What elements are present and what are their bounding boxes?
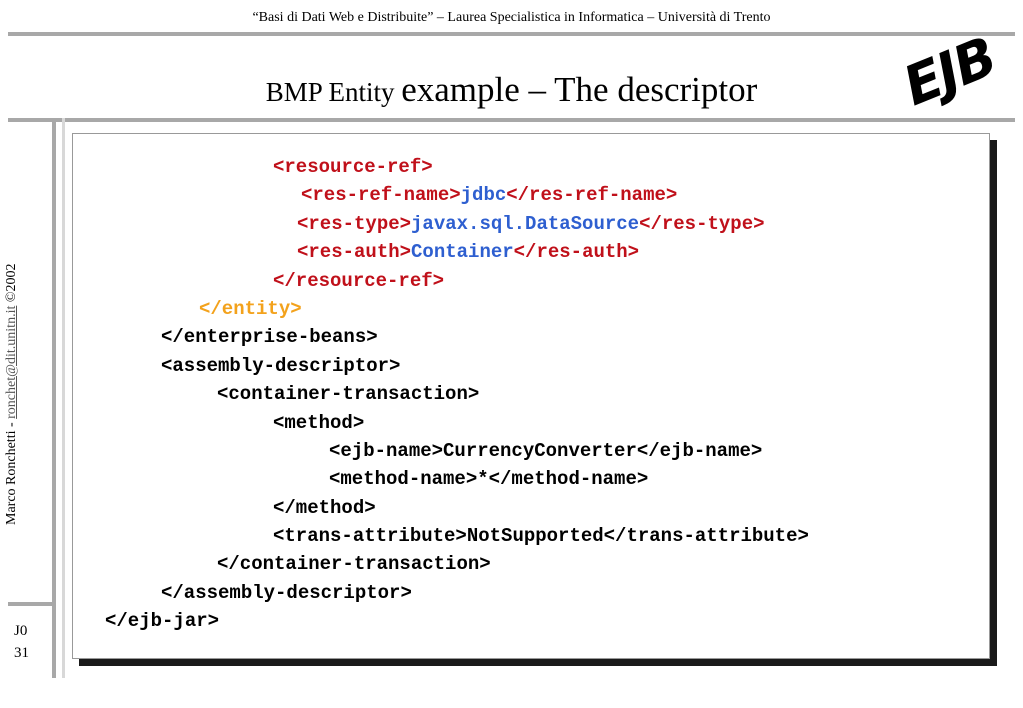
code-line: <container-transaction> xyxy=(217,383,480,405)
page-num: 31 xyxy=(14,645,29,661)
code-value: Container xyxy=(411,241,514,263)
code-line: </assembly-descriptor> xyxy=(161,582,412,604)
left-rule-light xyxy=(62,118,65,678)
slide-title: BMP Entity example – The descriptor xyxy=(0,70,1023,110)
code-value: javax.sql.DataSource xyxy=(411,213,640,235)
copyright: ©2002 xyxy=(4,263,19,306)
code-line: <resource-ref> xyxy=(273,156,433,178)
code-line: </resource-ref> xyxy=(273,270,444,292)
code-line: <method-name>*</method-name> xyxy=(329,468,649,490)
code-tag: <res-type> xyxy=(297,213,412,235)
page-divider xyxy=(8,602,52,606)
side-credit: Marco Ronchetti - ronchet@dit.unitn.it ©… xyxy=(4,195,30,526)
code-line: <res-type>javax.sql.DataSource</res-type… xyxy=(297,213,765,235)
code-box: <resource-ref> <res-ref-name>jdbc</res-r… xyxy=(72,133,990,659)
section-label: J0 xyxy=(14,623,28,639)
code-tag: </entity> xyxy=(199,298,302,320)
title-small: BMP Entity xyxy=(265,77,402,107)
code-line: </method> xyxy=(273,497,376,519)
title-big: example – The descriptor xyxy=(401,70,758,109)
code-tag: <resource-ref> xyxy=(273,156,433,178)
header-text: “Basi di Dati Web e Distribuite” – Laure… xyxy=(252,10,771,25)
code-line: <trans-attribute>NotSupported</trans-att… xyxy=(273,525,809,547)
left-rule xyxy=(52,118,56,678)
code-line: </enterprise-beans> xyxy=(161,326,378,348)
page-number: J0 31 xyxy=(14,620,29,664)
top-divider xyxy=(8,32,1015,36)
code-line: <assembly-descriptor> xyxy=(161,355,401,377)
code-line: <method> xyxy=(273,412,365,434)
code-tag: </res-type> xyxy=(639,213,765,235)
code-line: <ejb-name>CurrencyConverter</ejb-name> xyxy=(329,440,763,462)
code-line: </ejb-jar> xyxy=(105,610,220,632)
code-tag: </res-ref-name> xyxy=(506,184,678,206)
author-name: Marco Ronchetti - xyxy=(4,418,19,525)
code-tag: </resource-ref> xyxy=(273,270,445,292)
code-value: jdbc xyxy=(460,184,507,206)
code-listing: <resource-ref> <res-ref-name>jdbc</res-r… xyxy=(73,134,809,632)
code-tag: </res-auth> xyxy=(513,241,640,263)
author-email-link[interactable]: ronchet@dit.unitn.it xyxy=(4,305,19,419)
code-line: </container-transaction> xyxy=(217,553,491,575)
code-line: <res-auth>Container</res-auth> xyxy=(297,241,639,263)
code-line: </entity> xyxy=(199,298,302,320)
code-tag: <res-ref-name> xyxy=(301,184,461,206)
code-line: <res-ref-name>jdbc</res-ref-name> xyxy=(301,184,677,206)
title-divider xyxy=(8,118,1015,122)
code-tag: <res-auth> xyxy=(297,241,412,263)
